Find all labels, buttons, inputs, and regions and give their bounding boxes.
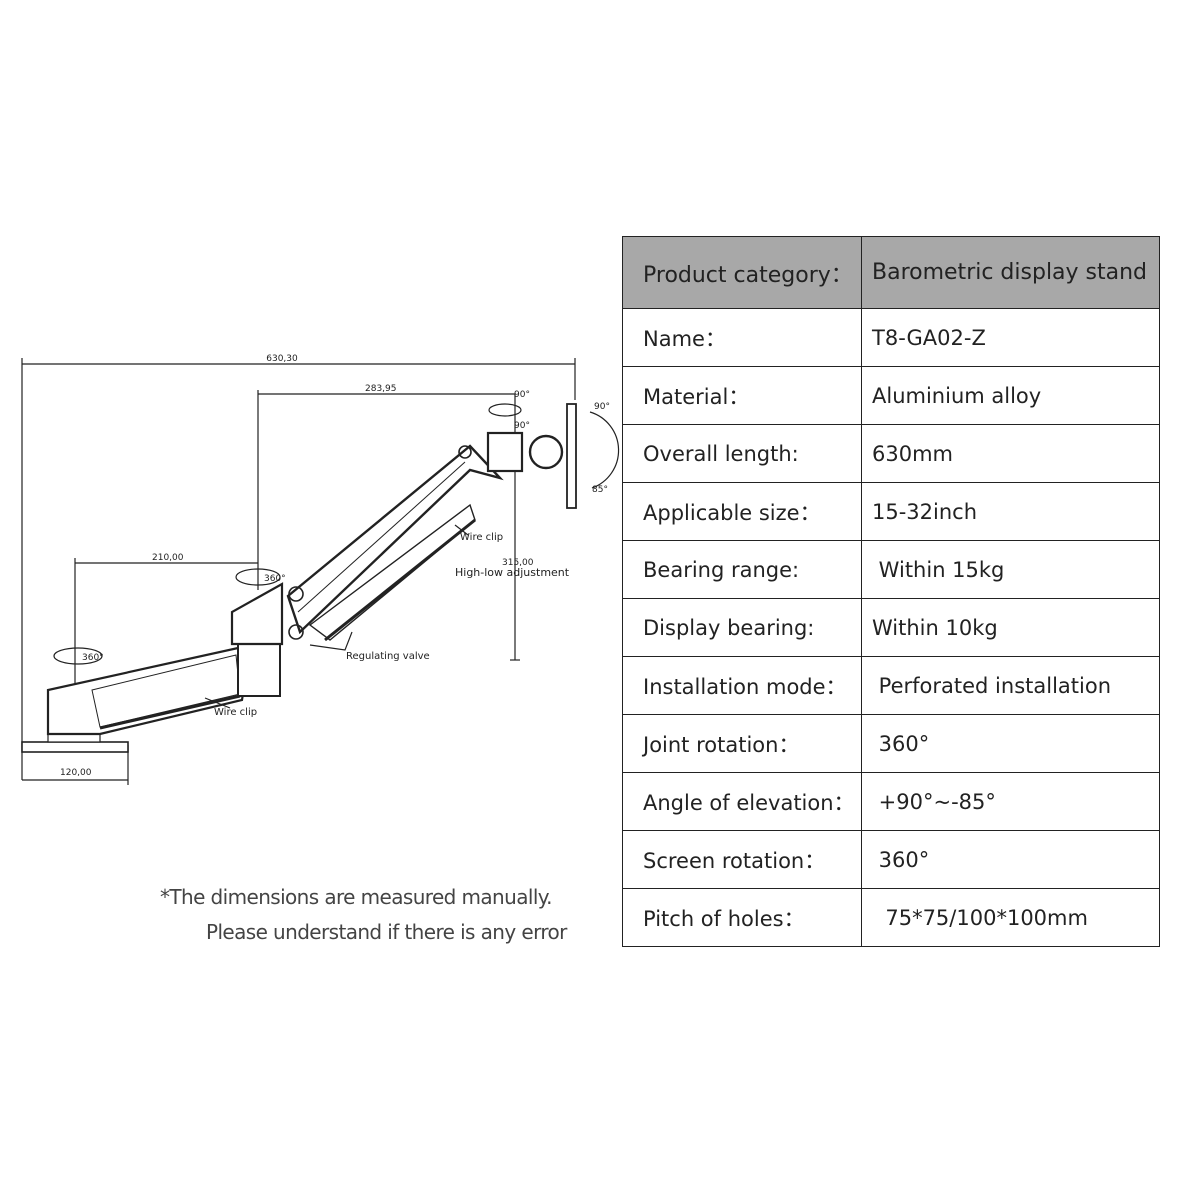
spec-table: Product category：Barometric display stan…	[622, 236, 1160, 947]
height-dimension-label: 315,00	[502, 558, 534, 568]
spec-header-row: Product category：Barometric display stan…	[622, 236, 1160, 309]
spec-row: Material：Aluminium alloy	[622, 366, 1160, 425]
head-rotation-bottom-label: 90°	[514, 421, 530, 431]
base-collar	[47, 733, 101, 743]
spec-label: Overall length:	[622, 424, 862, 483]
spec-value: Barometric display stand	[861, 236, 1160, 309]
vesa-plate	[566, 403, 577, 509]
spec-label: Display bearing:	[622, 598, 862, 657]
spec-row: Display bearing:Within 10kg	[622, 598, 1160, 657]
head-rotation-top-label: 90°	[514, 390, 530, 400]
spec-label: Bearing range:	[622, 540, 862, 599]
spec-label: Screen rotation：	[622, 830, 862, 889]
spec-label: Angle of elevation：	[622, 772, 862, 831]
spec-row: Screen rotation： 360°	[622, 830, 1160, 889]
upper-arm-dimension-label: 283,95	[365, 384, 397, 394]
base-rotation-arrow	[53, 647, 103, 665]
spec-label: Name：	[622, 308, 862, 367]
spec-row: Angle of elevation： +90°~-85°	[622, 772, 1160, 831]
spec-label: Applicable size：	[622, 482, 862, 541]
spec-label: Installation mode：	[622, 656, 862, 715]
tilt-arrow	[589, 411, 620, 489]
measurement-note-line1: *The dimensions are measured manually.	[160, 885, 553, 909]
spec-row: Applicable size：15-32inch	[622, 482, 1160, 541]
spec-value: 15-32inch	[861, 482, 1160, 541]
spec-value: 360°	[861, 830, 1160, 889]
measurement-note-line2: Please understand if there is any error	[206, 920, 567, 944]
mid-rotation-label: 360°	[264, 574, 286, 584]
spec-value: 75*75/100*100mm	[861, 888, 1160, 947]
spec-value: +90°~-85°	[861, 772, 1160, 831]
regulating-valve-label: Regulating valve	[346, 651, 430, 662]
mid-rotation-arrow	[235, 568, 281, 586]
spec-value: Within 10kg	[861, 598, 1160, 657]
base-rotation-label: 360°	[82, 653, 104, 663]
tilt-up-label: 90°	[594, 402, 610, 412]
monitor-arm-drawing: 630,30 283,95 210,00 120,00 315,00 360° …	[21, 354, 620, 785]
spec-label: Material：	[622, 366, 862, 425]
spec-label: Pitch of holes：	[622, 888, 862, 947]
lower-arm	[46, 646, 252, 736]
overall-dimension-label: 630,30	[266, 354, 298, 364]
head-rotation-arrow	[488, 403, 522, 417]
spec-value: Aluminium alloy	[861, 366, 1160, 425]
spec-value: 630mm	[861, 424, 1160, 483]
wire-clip-lower-label: Wire clip	[214, 707, 257, 718]
spec-label: Product category：	[622, 236, 862, 309]
mid-joint	[237, 643, 281, 697]
spec-value: Perforated installation	[861, 656, 1160, 715]
spec-row: Name：T8-GA02-Z	[622, 308, 1160, 367]
head-joint	[486, 431, 524, 473]
spec-row: Bearing range: Within 15kg	[622, 540, 1160, 599]
spec-value: 360°	[861, 714, 1160, 773]
spec-row: Joint rotation： 360°	[622, 714, 1160, 773]
spec-row: Pitch of holes： 75*75/100*100mm	[622, 888, 1160, 947]
lower-arm-dimension-label: 210,00	[152, 553, 184, 563]
spec-value: T8-GA02-Z	[861, 308, 1160, 367]
spec-row: Overall length:630mm	[622, 424, 1160, 483]
spec-value: Within 15kg	[861, 540, 1160, 599]
tilt-down-label: 85°	[592, 485, 608, 495]
base-dimension-label: 120,00	[60, 768, 92, 778]
spec-label: Joint rotation：	[622, 714, 862, 773]
wire-clip-upper-label: Wire clip	[460, 532, 503, 543]
high-low-label: High-low adjustment	[455, 566, 570, 579]
spec-row: Installation mode： Perforated installati…	[622, 656, 1160, 715]
base-plate	[21, 741, 129, 753]
